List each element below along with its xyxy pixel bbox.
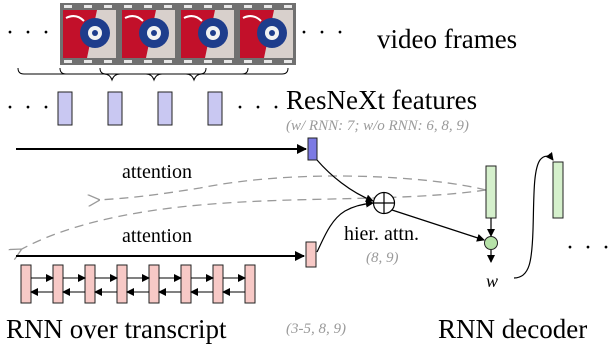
decoder-feedback-dashed-arrow-visual <box>98 175 487 200</box>
transcript-rnn-cells <box>20 264 256 304</box>
output-word-label: w <box>486 271 498 291</box>
hier-attn-note: (8, 9) <box>366 250 399 266</box>
resnext-features-label: ResNeXt features <box>286 85 477 115</box>
fusion-to-output-arrow <box>391 209 485 242</box>
features-left-ellipsis: · · · <box>6 95 52 121</box>
decoder-output-node <box>484 236 498 250</box>
hier-attn-label: hier. attn. <box>344 223 419 245</box>
features-right-ellipsis: · · · <box>236 95 282 121</box>
rnn-cell-6 <box>180 264 192 304</box>
brace-3 <box>99 67 289 82</box>
rnn-cell-8 <box>244 264 256 304</box>
rnn-cell-2 <box>52 264 64 304</box>
video-frame-3 <box>181 10 234 58</box>
frame-grouping-braces <box>17 67 289 82</box>
frames-right-ellipsis: · · · <box>300 20 346 46</box>
word-feedback-arrow <box>513 152 554 279</box>
decoder-state-2 <box>552 161 564 219</box>
video-frame-2 <box>122 10 175 58</box>
rnn-transcript-note: (3-5, 8, 9) <box>286 321 346 337</box>
transcript-rnn <box>20 264 256 304</box>
sprocket-holes <box>64 5 292 63</box>
feature-vector-4 <box>207 91 223 126</box>
decoder-ellipsis: · · · <box>566 235 612 261</box>
fusion-plus-node <box>372 191 396 215</box>
visual-to-fusion-arrow <box>316 159 374 203</box>
rnn-decoder-label: RNN decoder <box>438 314 587 344</box>
text-attention-label: attention <box>122 225 192 247</box>
video-frame-strip <box>60 3 296 65</box>
rnn-decoder <box>484 152 564 279</box>
video-frame-4 <box>240 10 293 58</box>
rnn-cell-1 <box>20 264 32 304</box>
video-frame-1 <box>63 10 116 58</box>
resnext-features-note: (w/ RNN: 7; w/o RNN: 6, 8, 9) <box>286 118 469 134</box>
visual-attention-label: attention <box>122 161 192 183</box>
text-context-vector <box>305 241 317 268</box>
feature-vector-3 <box>157 91 173 126</box>
rnn-transcript-label: RNN over transcript <box>6 314 227 344</box>
decoder-state-1 <box>485 165 497 219</box>
transcript-rnn-connections <box>30 274 246 296</box>
decoder-feedback-dashed-arrow-text <box>20 189 487 250</box>
rnn-cell-3 <box>84 264 96 304</box>
rnn-cell-7 <box>212 264 224 304</box>
video-frames-label: video frames <box>377 24 517 54</box>
resnext-feature-vectors <box>57 91 223 126</box>
feature-vector-2 <box>107 91 123 126</box>
visual-context-vector <box>307 137 318 161</box>
text-to-fusion-arrow <box>316 199 374 253</box>
rnn-cell-5 <box>148 264 160 304</box>
feature-vector-1 <box>57 91 73 126</box>
rnn-cell-4 <box>116 264 128 304</box>
frames-left-ellipsis: · · · <box>6 20 52 46</box>
